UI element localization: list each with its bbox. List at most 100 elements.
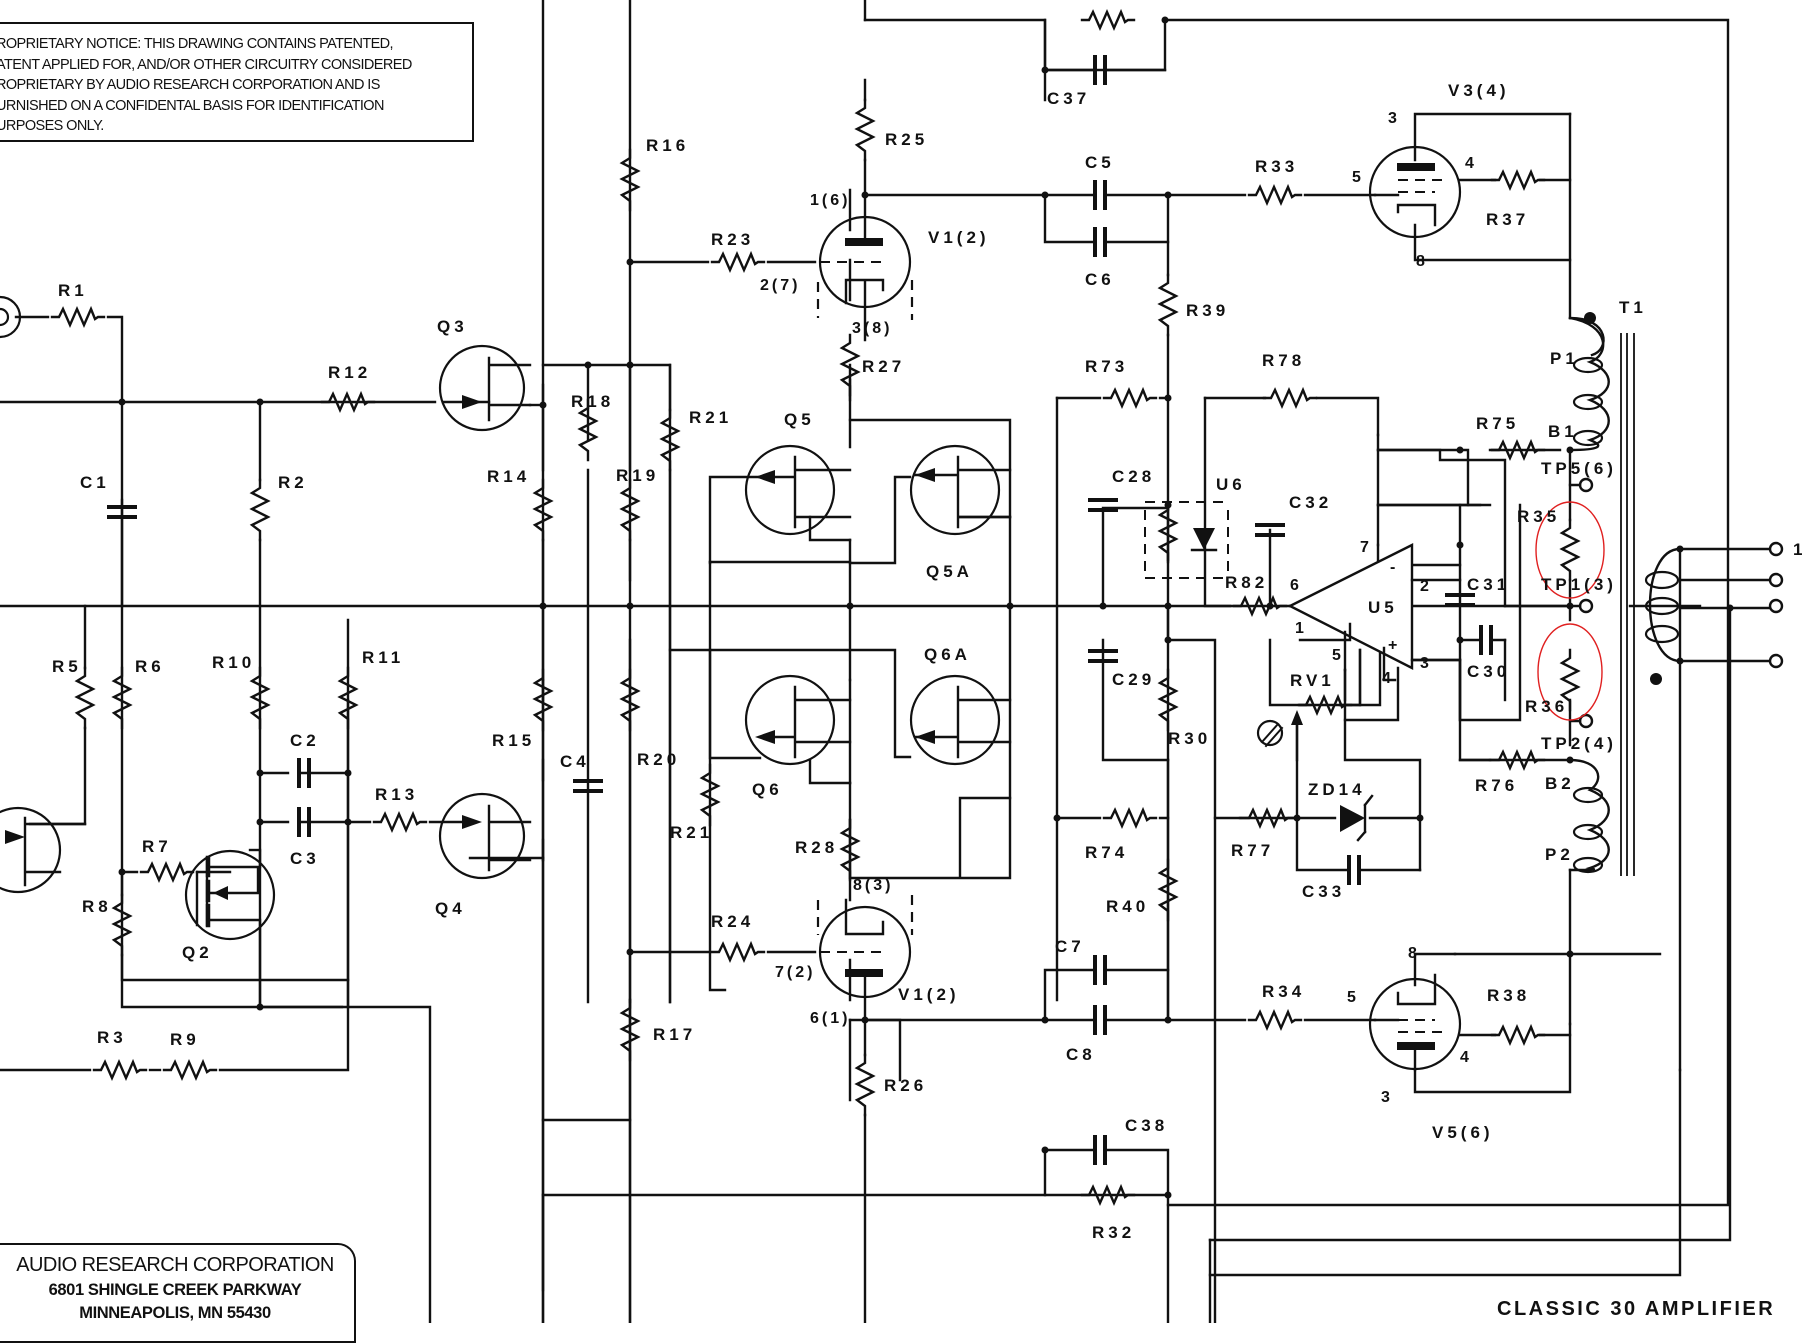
transistor-Q6A	[909, 674, 1012, 766]
capacitor-C38	[1093, 1135, 1107, 1165]
label-TP1: TP1(3)	[1541, 575, 1617, 594]
label-R19: R19	[616, 466, 659, 485]
output-terminal-1[interactable]	[1768, 541, 1784, 557]
capacitor-C30	[1479, 625, 1493, 655]
label-Q5A: Q5A	[926, 562, 973, 581]
label-R40: R40	[1106, 897, 1149, 916]
label-Q6A: Q6A	[924, 645, 971, 664]
label-C5: C5	[1085, 153, 1115, 172]
label-R14: R14	[487, 467, 530, 486]
pin-v3-cathode: 8	[1416, 253, 1428, 270]
label-RV1: RV1	[1290, 671, 1335, 690]
label-R13: R13	[375, 785, 418, 804]
label-R1: R1	[58, 281, 88, 300]
pin-v1a-plate: 1(6)	[810, 192, 850, 209]
resistor-R24	[710, 942, 766, 962]
label-R17: R17	[653, 1025, 696, 1044]
pin-v3-plate: 3	[1388, 110, 1400, 127]
label-B2: B2	[1545, 774, 1575, 793]
label-R7: R7	[142, 837, 172, 856]
company-city: MINNEAPOLIS, MN 55430	[79, 1304, 271, 1322]
output-terminal-2[interactable]	[1768, 572, 1784, 588]
resistor-R26	[855, 1053, 875, 1117]
label-P1: P1	[1550, 349, 1579, 368]
company-block: AUDIO RESEARCH CORPORATION 6801 SHINGLE …	[0, 1243, 356, 1343]
label-R11: R11	[362, 648, 404, 667]
label-R2: R2	[278, 473, 308, 492]
test-point-TP5[interactable]	[1578, 477, 1594, 493]
label-R23: R23	[711, 230, 754, 249]
label-TP5: TP5(6)	[1541, 459, 1617, 478]
pin-u5-6: 6	[1290, 577, 1302, 594]
capacitor-C6	[1093, 227, 1107, 257]
transistor-Q1-partial	[0, 806, 87, 894]
notice-line: ROPRIETARY NOTICE: THIS DRAWING CONTAINS…	[0, 36, 394, 52]
resistor-R37	[1490, 170, 1546, 190]
label-C33: C33	[1302, 882, 1345, 901]
capacitor-C33	[1347, 855, 1361, 885]
label-R3: R3	[97, 1028, 127, 1047]
label-R8: R8	[82, 897, 112, 916]
label-R35: R35	[1517, 507, 1560, 526]
input-jack	[0, 295, 22, 339]
label-V3: V3(4)	[1448, 81, 1510, 100]
pin-u5-plus: +	[1388, 637, 1400, 654]
label-C2: C2	[290, 731, 320, 750]
label-R26: R26	[884, 1076, 927, 1095]
label-R21-bottom: R21	[670, 823, 713, 842]
proprietary-notice: ROPRIETARY NOTICE: THIS DRAWING CONTAINS…	[0, 22, 474, 142]
output-terminal-4[interactable]	[1768, 653, 1784, 669]
notice-line: ROPRIETARY BY AUDIO RESEARCH CORPORATION…	[0, 77, 380, 93]
label-R75: R75	[1476, 414, 1519, 433]
label-R10: R10	[212, 653, 255, 672]
pin-v1b-cathode: 8(3)	[853, 877, 893, 894]
pin-u5-7: 7	[1360, 539, 1372, 556]
highlight-R35	[1535, 501, 1605, 599]
opamp-U5	[1287, 543, 1462, 682]
resistor-R23	[710, 252, 766, 272]
pin-v5-plate: 3	[1381, 1089, 1393, 1106]
pin-v3-screen: 4	[1465, 155, 1477, 172]
label-V1-bottom: V1(2)	[898, 985, 960, 1004]
label-R6: R6	[135, 657, 165, 676]
label-R27: R27	[862, 357, 905, 376]
label-Q2: Q2	[182, 943, 213, 962]
resistor-R39	[1158, 273, 1178, 337]
label-C6: C6	[1085, 270, 1115, 289]
resistor-R34	[1247, 1010, 1303, 1030]
label-C8: C8	[1066, 1045, 1096, 1064]
resistor-R5	[75, 666, 95, 730]
label-R34: R34	[1262, 982, 1305, 1001]
label-Q6: Q6	[752, 780, 783, 799]
transistor-Q4	[438, 792, 532, 880]
label-R33: R33	[1255, 157, 1298, 176]
transistor-Q5	[744, 444, 852, 536]
label-B1: B1	[1548, 422, 1578, 441]
label-U6: U6	[1216, 475, 1246, 494]
label-C3: C3	[290, 849, 320, 868]
label-V1-top: V1(2)	[928, 228, 990, 247]
tube-V3	[1368, 145, 1462, 239]
notice-line: URPOSES ONLY.	[0, 118, 104, 134]
tube-V1-bottom	[816, 895, 914, 1022]
capacitor-C7	[1093, 955, 1107, 985]
notice-line: ATENT APPLIED FOR, AND/OR OTHER CIRCUITR…	[0, 56, 412, 73]
label-R21-top: R21	[689, 408, 732, 427]
resistor-R33	[1247, 185, 1303, 205]
zener-ZD14	[1340, 794, 1374, 842]
resistor-R7	[139, 862, 195, 882]
resistor-R35	[1560, 518, 1580, 582]
pin-v5-grid: 5	[1347, 989, 1359, 1006]
tube-V1-top	[816, 193, 914, 342]
test-point-TP1[interactable]	[1578, 598, 1594, 614]
optocoupler-U6	[1144, 501, 1229, 579]
pin-v1b-plate: 6(1)	[810, 1010, 850, 1027]
label-R28: R28	[795, 838, 838, 857]
label-U5: U5	[1368, 598, 1398, 617]
label-P2: P2	[1545, 845, 1574, 864]
label-R32: R32	[1092, 1223, 1135, 1242]
transformer-T1	[1568, 312, 1682, 876]
output-terminal-3[interactable]	[1768, 598, 1784, 614]
label-R76: R76	[1475, 776, 1518, 795]
label-C38: C38	[1125, 1116, 1168, 1135]
